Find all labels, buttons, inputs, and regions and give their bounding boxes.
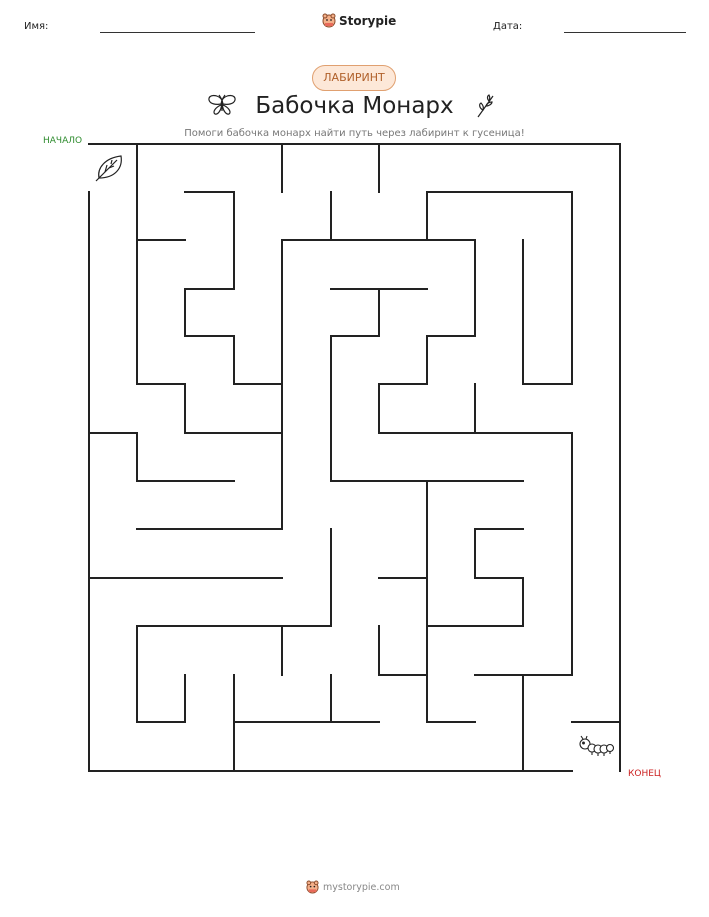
twig-icon (477, 94, 494, 118)
date-line (564, 32, 686, 33)
caterpillar-icon (579, 735, 615, 756)
date-label: Дата: (493, 21, 523, 32)
footer-site[interactable]: mystorypie.com (323, 882, 400, 893)
name-label: Имя: (24, 21, 49, 32)
footer: mystorypie.com (306, 880, 400, 895)
start-label: НАЧАЛО (43, 136, 83, 146)
leaf-icon (95, 155, 122, 182)
maze-tag: ЛАБИРИНТ (312, 65, 396, 91)
page-title: Бабочка Монарх (255, 93, 454, 119)
butterfly-icon (208, 94, 236, 115)
page-subtitle: Помоги бабочка монарх найти путь через л… (184, 128, 525, 139)
name-line (100, 32, 255, 33)
storypie-logo-icon (306, 880, 319, 894)
brand-name: Storypie (339, 14, 397, 28)
end-label: КОНЕЦ (628, 769, 661, 779)
brand-logo: Storypie (322, 13, 396, 29)
storypie-logo-icon (322, 13, 336, 28)
